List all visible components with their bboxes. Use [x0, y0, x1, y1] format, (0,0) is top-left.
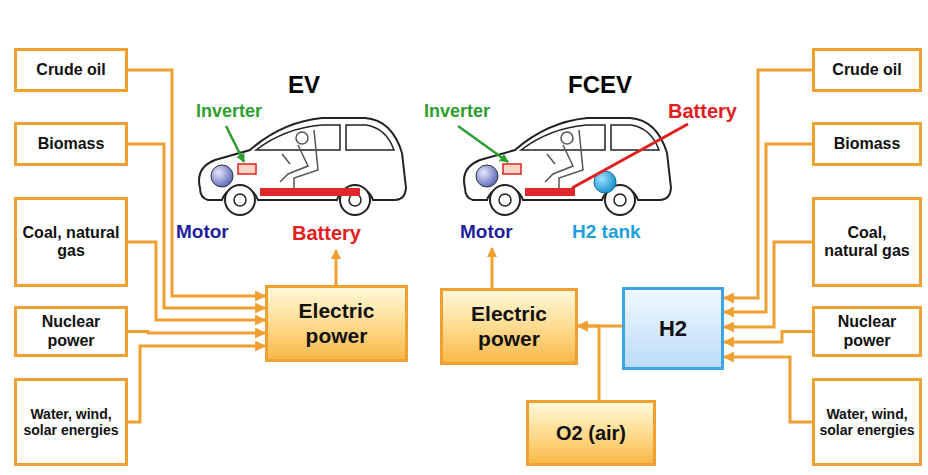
- part-name: Inverter: [424, 102, 490, 122]
- power-box: Electric power: [265, 285, 408, 362]
- source-box: Nuclear power: [14, 306, 128, 357]
- power-box: Electric power: [440, 288, 578, 365]
- vehicle-title: FCEV: [568, 72, 632, 98]
- box-text: Coal, natural gas: [819, 224, 915, 261]
- flow-arrow: [724, 70, 812, 298]
- flow-arrow: [128, 346, 265, 422]
- flow-arrow: [128, 144, 265, 308]
- box-text: Biomass: [834, 135, 901, 153]
- source-box: Nuclear power: [812, 306, 922, 357]
- box-text: Coal, natural gas: [21, 224, 121, 261]
- source-box: Water, wind, solar energies: [14, 378, 128, 466]
- source-box: Crude oil: [812, 48, 922, 92]
- box-text: Water, wind, solar energies: [21, 406, 121, 438]
- flow-arrow: [724, 242, 812, 327]
- source-box: Water, wind, solar energies: [812, 378, 922, 466]
- part-name: Battery: [292, 222, 361, 244]
- source-box: Biomass: [812, 122, 922, 166]
- box-text: Nuclear power: [819, 313, 915, 350]
- box-text: Crude oil: [832, 61, 901, 79]
- flow-arrow: [128, 70, 265, 296]
- part-name: H2 tank: [572, 222, 641, 243]
- box-text: Water, wind, solar energies: [819, 406, 915, 438]
- oxygen-box: O2 (air): [526, 400, 656, 466]
- hydrogen-box: H2: [622, 287, 724, 370]
- source-box: Coal, natural gas: [14, 197, 128, 287]
- flow-arrow: [724, 144, 812, 312]
- flow-arrow: [128, 242, 265, 320]
- box-text: O2 (air): [556, 422, 626, 445]
- part-name: Motor: [176, 222, 229, 243]
- part-name: Motor: [460, 222, 513, 243]
- flow-arrow: [578, 326, 599, 400]
- source-box: Coal, natural gas: [812, 197, 922, 287]
- source-box: Biomass: [14, 122, 128, 166]
- box-text: Nuclear power: [21, 313, 121, 350]
- flow-arrow: [128, 332, 265, 334]
- source-box: Crude oil: [14, 48, 128, 92]
- box-text: Electric power: [272, 299, 401, 347]
- part-name: Inverter: [196, 102, 262, 122]
- vehicle-title: EV: [288, 72, 320, 98]
- box-text: Crude oil: [36, 61, 105, 79]
- flow-arrow: [724, 332, 812, 343]
- part-name: Battery: [668, 100, 737, 122]
- box-text: Biomass: [38, 135, 105, 153]
- flow-arrow: [724, 357, 812, 422]
- box-text: Electric power: [447, 302, 571, 350]
- box-text: H2: [659, 316, 687, 341]
